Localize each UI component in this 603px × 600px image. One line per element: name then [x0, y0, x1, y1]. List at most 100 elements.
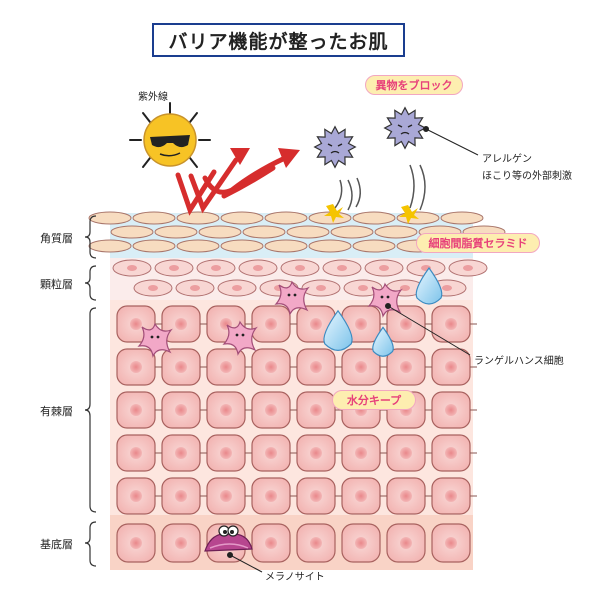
ceramide-pill: 細胞間脂質セラミド	[416, 233, 540, 253]
water-drops	[323, 266, 443, 357]
corneum-cell	[374, 225, 418, 239]
granular-nucleus	[316, 285, 326, 291]
corneum-cell	[352, 239, 396, 253]
sun-icon	[129, 102, 211, 168]
leader-lines	[227, 126, 479, 573]
cell-nucleus	[265, 404, 277, 416]
external-stimulus-label: ほこり等の外部刺激	[482, 171, 572, 182]
cell-nucleus	[175, 404, 187, 416]
cell-nucleus	[265, 537, 277, 549]
allergen-bounce-lines	[334, 164, 426, 211]
cell-nucleus	[355, 537, 367, 549]
granular-nucleus	[232, 285, 242, 291]
corneum-cells	[88, 211, 506, 253]
cell-nucleus	[130, 537, 142, 549]
granular-nucleus	[358, 285, 368, 291]
corneum-cell	[220, 211, 264, 225]
cell-nucleus	[445, 537, 457, 549]
langerhans-cells	[137, 280, 403, 358]
granular-cells	[112, 259, 488, 297]
bracket-basale	[84, 521, 97, 567]
layer-label-granulosum: 顆粒層	[40, 278, 73, 291]
cell-nucleus	[310, 490, 322, 502]
layer-brackets	[84, 215, 97, 567]
granular-nucleus	[295, 265, 305, 271]
cell-nucleus	[310, 537, 322, 549]
langerhans-cell-icon	[137, 322, 173, 358]
bracket-spinosum	[84, 307, 97, 513]
melanocyte-icon	[204, 525, 253, 552]
corneum-cell	[176, 239, 220, 253]
langerhans-cell-icon	[367, 282, 403, 318]
corneum-cell	[154, 225, 198, 239]
page-title: バリア機能が整ったお肌	[152, 23, 405, 57]
corneum-cell	[352, 211, 396, 225]
granular-nucleus	[337, 265, 347, 271]
cell-nucleus	[130, 318, 142, 330]
cell-nucleus	[400, 490, 412, 502]
cell-nucleus	[220, 361, 232, 373]
bracket-corneum	[84, 215, 97, 259]
cell-nucleus	[265, 447, 277, 459]
uv-label: 紫外線	[138, 92, 168, 103]
cell-nucleus	[175, 537, 187, 549]
block-foreign-pill: 異物をブロック	[365, 75, 463, 95]
water-drop-icon	[372, 326, 394, 357]
langerhans-cell-icon	[222, 320, 258, 356]
allergen-icon	[313, 125, 357, 169]
corneum-cell	[198, 225, 242, 239]
spinous-cells	[116, 305, 477, 515]
cell-nucleus	[265, 361, 277, 373]
cell-nucleus	[220, 447, 232, 459]
cell-nucleus	[445, 490, 457, 502]
cell-nucleus	[445, 404, 457, 416]
cell-nucleus	[355, 361, 367, 373]
langerhans-cell-icon	[274, 280, 310, 316]
cell-nucleus	[130, 447, 142, 459]
corneum-cell	[264, 211, 308, 225]
cell-nucleus	[175, 490, 187, 502]
cell-nucleus	[130, 361, 142, 373]
corneum-cell	[132, 211, 176, 225]
corneum-cell	[264, 239, 308, 253]
water-drop-icon	[323, 309, 353, 351]
granular-nucleus	[442, 285, 452, 291]
bracket-granulosum	[84, 265, 97, 301]
cell-nucleus	[310, 361, 322, 373]
cell-nucleus	[400, 447, 412, 459]
layer-label-corneum: 角質層	[40, 232, 73, 245]
melanocyte-label: メラノサイト	[265, 572, 325, 583]
cell-nucleus	[130, 490, 142, 502]
cell-nucleus	[355, 447, 367, 459]
cell-nucleus	[445, 447, 457, 459]
cell-nucleus	[175, 361, 187, 373]
corneum-cell	[176, 211, 220, 225]
corneum-cell	[88, 239, 132, 253]
granular-nucleus	[169, 265, 179, 271]
cell-nucleus	[355, 318, 367, 330]
keep-water-pill: 水分キープ	[332, 390, 416, 410]
cell-nucleus	[265, 490, 277, 502]
corneum-cell	[286, 225, 330, 239]
cell-nucleus	[445, 361, 457, 373]
granular-nucleus	[400, 285, 410, 291]
corneum-cell	[308, 239, 352, 253]
cell-nucleus	[175, 447, 187, 459]
water-drop-icon	[415, 266, 443, 305]
cell-nucleus	[220, 404, 232, 416]
langerhans-label: ランゲルハンス細胞	[474, 356, 564, 367]
granular-nucleus	[211, 265, 221, 271]
granular-nucleus	[379, 265, 389, 271]
allergen-icon	[383, 106, 427, 150]
granular-nucleus	[190, 285, 200, 291]
cell-nucleus	[265, 318, 277, 330]
cell-nucleus	[400, 537, 412, 549]
granular-nucleus	[127, 265, 137, 271]
cell-nucleus	[445, 318, 457, 330]
uv-arrow-heads	[230, 148, 300, 168]
cell-nucleus	[310, 318, 322, 330]
allergen-label: アレルゲン	[482, 154, 532, 165]
layer-label-spinosum: 有棘層	[40, 405, 73, 418]
corneum-cell	[396, 211, 440, 225]
